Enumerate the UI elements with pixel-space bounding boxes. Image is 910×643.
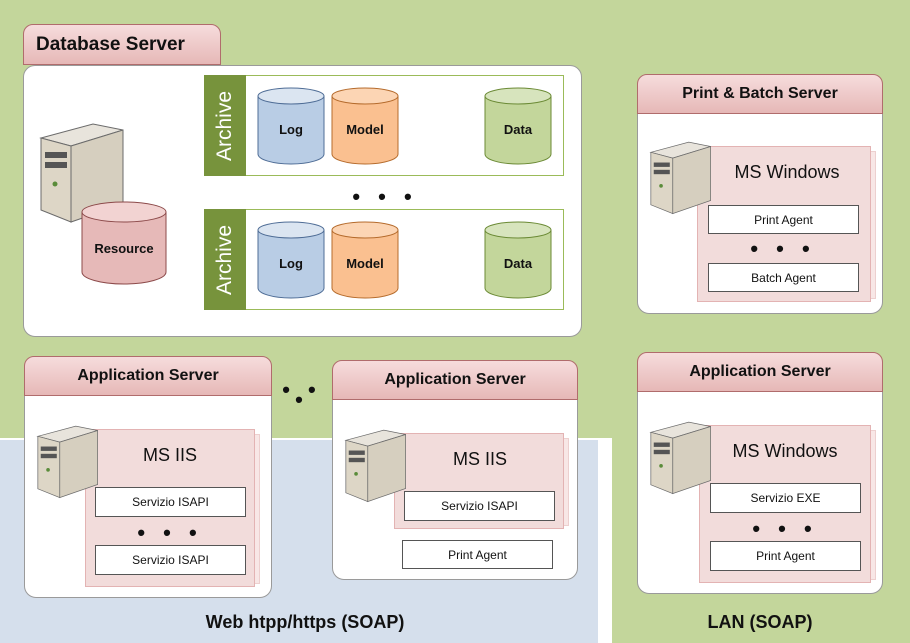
archive-tab: Archive xyxy=(204,75,246,176)
service-box: Servizio ISAPI xyxy=(95,545,246,575)
print-agent-box: Print Agent xyxy=(402,540,553,569)
print-batch-server-title-text: Print & Batch Server xyxy=(682,85,838,102)
archive-tab: Archive xyxy=(204,209,246,310)
resource-label: Resource xyxy=(94,241,153,256)
app-server-ellipsis: • • • xyxy=(282,377,322,412)
resource-cylinder-icon: Resource xyxy=(81,201,167,285)
print-batch-server-title: Print & Batch Server xyxy=(637,74,883,114)
service-box: Servizio EXE xyxy=(710,483,861,513)
database-cylinder-icon: Log xyxy=(257,221,325,299)
web-zone-divider xyxy=(0,438,612,440)
application-server-2-title-text: Application Server xyxy=(384,371,526,388)
database-server-title: Database Server xyxy=(23,24,221,65)
service-box: Print Agent xyxy=(708,205,859,234)
service-box: Batch Agent xyxy=(708,263,859,292)
log-db-label: Log xyxy=(279,122,303,137)
web-zone-label: Web htpp/https (SOAP) xyxy=(205,612,405,632)
application-server-2-title: Application Server xyxy=(332,360,578,400)
database-cylinder-icon: Data xyxy=(484,221,552,299)
os-title: MS Windows xyxy=(734,161,840,182)
database-cylinder-icon: Model xyxy=(331,87,399,165)
server-tower-icon xyxy=(649,141,711,215)
archive-tab-label: Archive xyxy=(213,224,236,295)
application-server-3-title: Application Server xyxy=(637,352,883,392)
archive-tab-label: Archive xyxy=(213,90,236,161)
application-server-1-title-text: Application Server xyxy=(77,367,219,384)
database-server-title-text: Database Server xyxy=(36,33,185,55)
server-tower-icon xyxy=(344,429,406,503)
server-tower-icon xyxy=(39,123,124,223)
database-cylinder-icon: Data xyxy=(484,87,552,165)
application-server-3-title-text: Application Server xyxy=(689,363,831,380)
service-ellipsis: • • • xyxy=(137,520,203,545)
database-cylinder-icon: Log xyxy=(257,87,325,165)
model-db-label: Model xyxy=(346,122,384,137)
application-server-1-title: Application Server xyxy=(24,356,272,396)
server-tower-icon xyxy=(649,421,711,495)
server-tower-icon xyxy=(36,425,98,499)
database-cylinder-icon: Model xyxy=(331,221,399,299)
web-zone-right-divider xyxy=(598,438,612,643)
os-title: MS IIS xyxy=(142,444,197,465)
data-db-label: Data xyxy=(504,256,533,271)
lan-zone-label: LAN (SOAP) xyxy=(707,612,813,632)
service-ellipsis: • • • xyxy=(752,516,818,541)
data-db-label: Data xyxy=(504,122,533,137)
os-title: MS IIS xyxy=(452,448,507,469)
os-title: MS Windows xyxy=(732,440,838,461)
service-box: Servizio ISAPI xyxy=(95,487,246,517)
service-box: Servizio ISAPI xyxy=(404,491,555,521)
service-ellipsis: • • • xyxy=(750,236,816,261)
model-db-label: Model xyxy=(346,256,384,271)
log-db-label: Log xyxy=(279,256,303,271)
service-box: Print Agent xyxy=(710,541,861,571)
archive-ellipsis: • • • xyxy=(352,184,418,209)
